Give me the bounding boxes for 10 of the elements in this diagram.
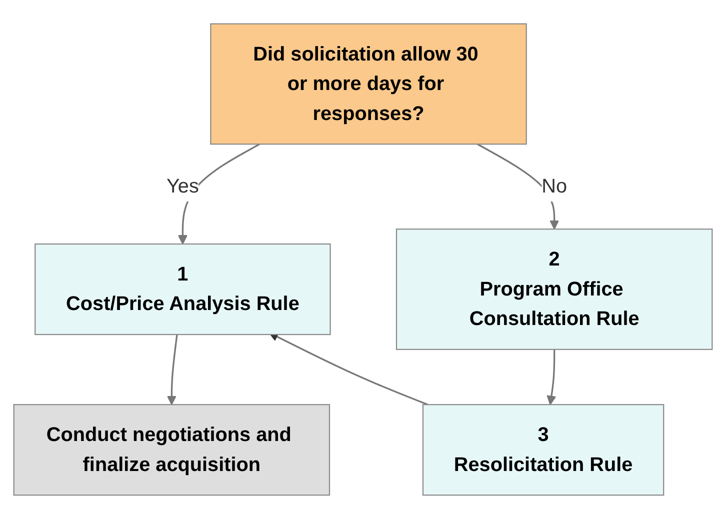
node-box [422,404,664,496]
node-box [13,404,330,496]
node-box [34,243,331,335]
flowchart: Yes No Did solicitation allow 30 or more days for responses? 1 Cost/Price Analysis Rule 2 Program Office Consultation Rule Conduct negotiations and finalize acquisition 3 Resolicitation Rule [5,14,721,504]
arrow [546,348,556,405]
node-box [210,22,527,144]
edge-label: Yes [166,174,199,197]
node-box [396,228,713,350]
arrow [166,334,178,405]
edge-label: No [542,174,568,197]
